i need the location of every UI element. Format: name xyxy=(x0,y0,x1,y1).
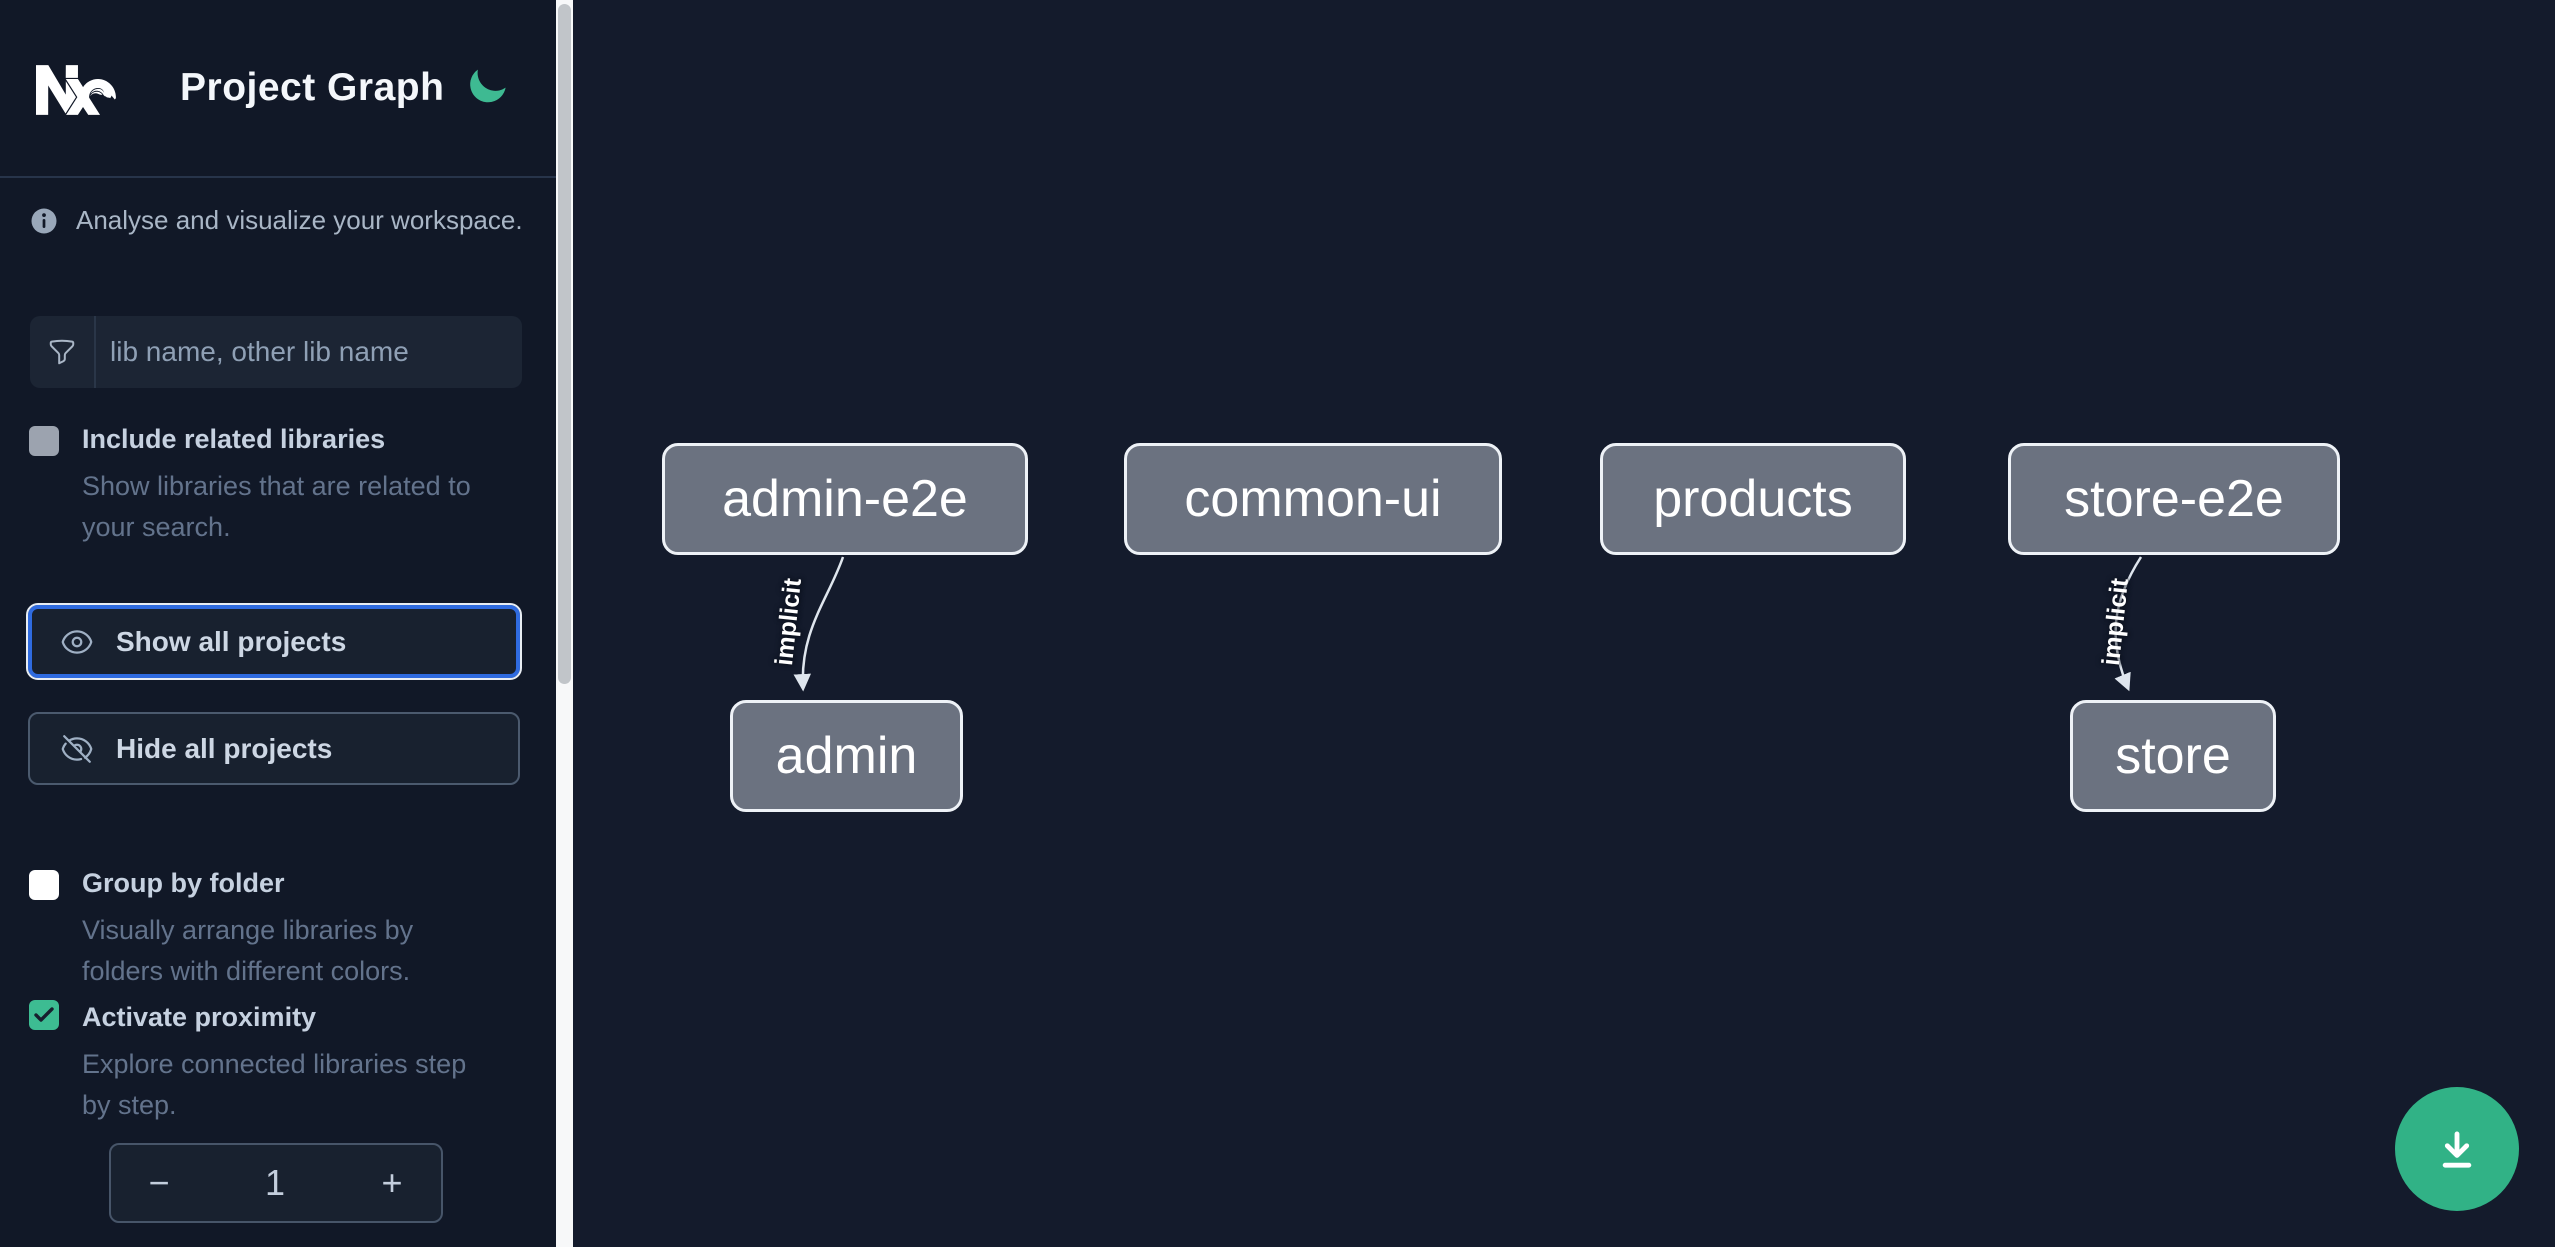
graph-node-products[interactable]: products xyxy=(1600,443,1906,555)
tagline-text: Analyse and visualize your workspace. xyxy=(76,205,523,235)
graph-node-admin[interactable]: admin xyxy=(730,700,963,812)
theme-toggle-button[interactable] xyxy=(464,64,510,110)
checkbox-include-related[interactable] xyxy=(29,426,59,456)
option-desc-include-related: Show libraries that are related to your … xyxy=(82,471,471,542)
header-divider xyxy=(0,176,556,178)
search-input[interactable] xyxy=(96,316,522,388)
nx-logo xyxy=(36,65,116,115)
hide-all-projects-label: Hide all projects xyxy=(116,732,333,764)
sidebar: Project Graph Analyse and visualize your… xyxy=(0,0,556,1247)
tagline-row: Analyse and visualize your workspace. xyxy=(29,205,523,236)
option-desc-activate-proximity: Explore connected libraries step by step… xyxy=(82,1049,467,1120)
stepper-decrement-button[interactable]: − xyxy=(111,1145,207,1221)
graph-node-store[interactable]: store xyxy=(2070,700,2276,812)
stepper-value: 1 xyxy=(264,1162,286,1203)
proximity-stepper: − 1 + xyxy=(109,1143,443,1223)
sidebar-scrollbar-track[interactable] xyxy=(556,0,573,1247)
checkbox-activate-proximity[interactable] xyxy=(29,1000,59,1030)
graph-node-store-e2e[interactable]: store-e2e xyxy=(2008,443,2340,555)
moon-icon xyxy=(470,69,506,103)
funnel-icon xyxy=(49,339,75,365)
graph-node-admin-e2e[interactable]: admin-e2e xyxy=(662,443,1028,555)
option-label-group-by-folder: Group by folder xyxy=(82,868,285,898)
graph-node-common-ui[interactable]: common-ui xyxy=(1124,443,1502,555)
download-icon xyxy=(2442,1131,2472,1168)
filter-icon-cell xyxy=(30,316,96,388)
checkmark-icon xyxy=(34,1007,54,1022)
option-desc-group-by-folder: Visually arrange libraries by folders wi… xyxy=(82,915,414,986)
info-icon xyxy=(31,208,57,233)
page-title: Project Graph xyxy=(180,66,445,109)
eye-icon xyxy=(61,629,93,654)
graph-canvas[interactable] xyxy=(573,0,2555,1247)
sidebar-scrollbar-thumb[interactable] xyxy=(558,4,571,684)
download-graph-button[interactable] xyxy=(2395,1087,2519,1211)
stepper-increment-button[interactable]: + xyxy=(343,1145,441,1221)
option-label-activate-proximity: Activate proximity xyxy=(82,1002,317,1032)
search-box xyxy=(30,316,522,388)
show-all-projects-button[interactable]: Show all projects xyxy=(26,603,522,680)
checkbox-group-by-folder[interactable] xyxy=(29,870,59,900)
option-label-include-related: Include related libraries xyxy=(82,424,386,454)
hide-all-projects-button[interactable]: Hide all projects xyxy=(28,712,520,785)
eye-slash-icon xyxy=(61,734,93,763)
show-all-projects-label: Show all projects xyxy=(116,625,347,657)
